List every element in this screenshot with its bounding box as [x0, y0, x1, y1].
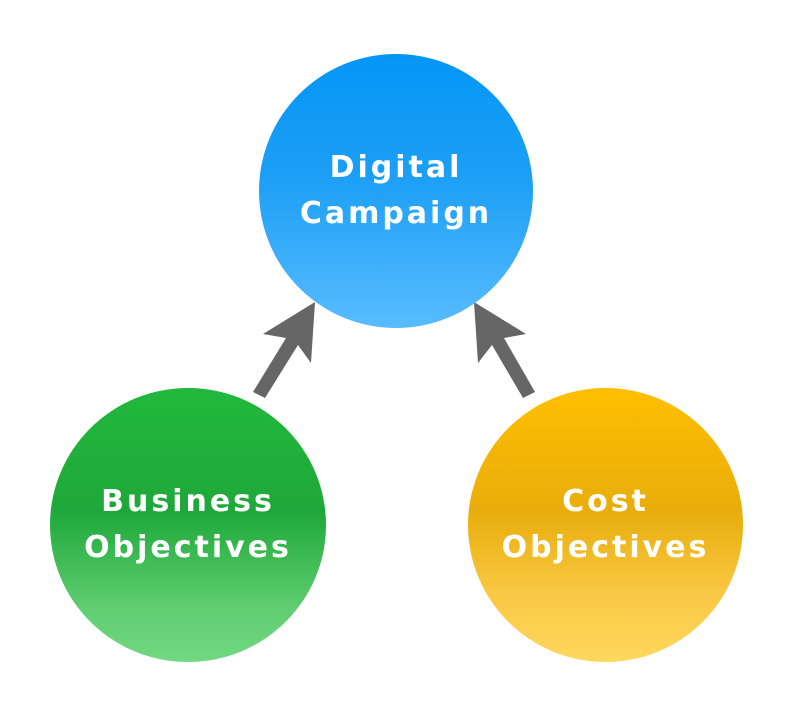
arrow-left-to-top — [253, 302, 315, 398]
node-label-line: Business — [101, 484, 275, 519]
digital-campaign-node: Digital Campaign — [259, 54, 533, 328]
business-objectives-node: Business Objectives — [50, 388, 326, 662]
node-label-line: Cost — [562, 484, 649, 519]
node-label-line: Objectives — [501, 530, 710, 565]
node-label-line: Campaign — [299, 196, 493, 231]
cost-objectives-node: Cost Objectives — [468, 388, 743, 662]
node-label-line: Digital — [329, 150, 463, 185]
arrow-right-to-top — [474, 302, 535, 398]
node-label-line: Objectives — [84, 530, 292, 565]
